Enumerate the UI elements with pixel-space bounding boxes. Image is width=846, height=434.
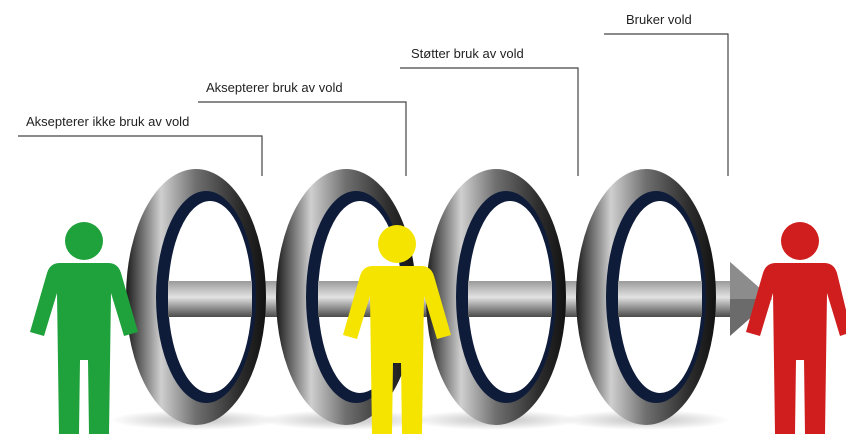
label-stage3: Støtter bruk av vold <box>411 46 524 61</box>
leader-lines <box>18 34 728 176</box>
label-stage1: Aksepterer ikke bruk av vold <box>26 114 189 129</box>
leader-line-stage2 <box>198 102 406 176</box>
leader-line-stage3 <box>400 68 578 176</box>
leader-line-stage4 <box>604 34 728 176</box>
label-stage4: Bruker vold <box>626 12 692 27</box>
label-stage2: Aksepterer bruk av vold <box>206 80 343 95</box>
green-person-icon <box>30 222 138 434</box>
red-person-icon <box>746 222 846 434</box>
leader-line-stage1 <box>18 136 262 176</box>
